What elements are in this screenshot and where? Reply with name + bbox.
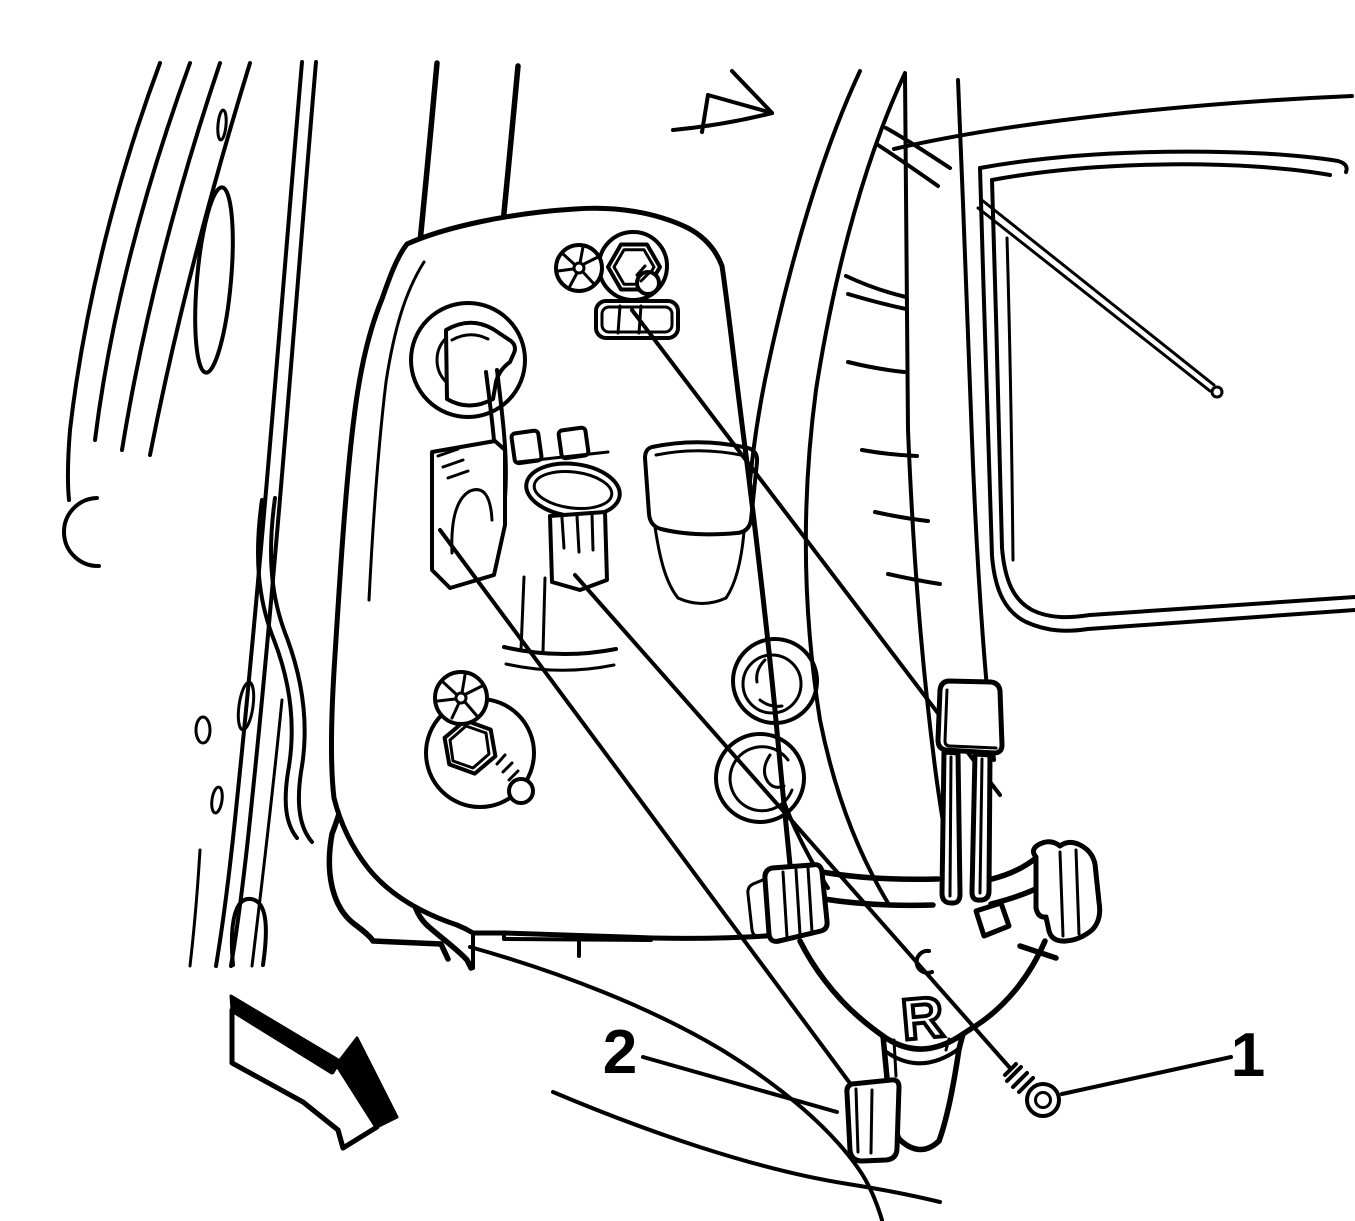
bracket-lobe-right — [960, 938, 1048, 1037]
callout-2-leader — [641, 1055, 839, 1114]
roof-line — [892, 94, 1354, 151]
lower-bulb-sockets — [714, 637, 819, 824]
alignment-line-to-clip — [438, 528, 854, 1088]
body-crease-2 — [551, 1090, 942, 1204]
window-opening — [976, 149, 1355, 633]
body-hole-arc — [62, 496, 101, 569]
lower-push-nut — [433, 670, 489, 726]
callout-2: 2 — [603, 1018, 839, 1114]
tail-lamp-bracket: R — [746, 678, 1103, 1164]
support-rod — [976, 199, 1224, 399]
direction-arrow-icon — [229, 994, 399, 1151]
pinchweld-channel-2 — [956, 78, 996, 762]
bracket-center-tab — [973, 900, 1012, 939]
tail-lamp-mounting-panel — [328, 205, 819, 941]
grommet-hole — [643, 440, 760, 605]
bracket-clip-right — [1030, 839, 1103, 944]
striker-loop — [229, 896, 268, 967]
lower-stud-and-nut — [424, 670, 536, 809]
part-marking-R: R — [899, 984, 946, 1052]
bracket-lobe-left — [797, 938, 886, 1039]
callout-1-leader — [1060, 1055, 1233, 1096]
sail-panel-line-2 — [803, 71, 907, 905]
panel-flange — [367, 260, 426, 602]
harness-connector — [430, 425, 622, 672]
bracket-cup-right — [936, 1046, 962, 1144]
left-pillar-structure — [62, 60, 318, 968]
callout-2-label: 2 — [603, 1018, 637, 1087]
liftgate-corner-seal — [671, 69, 774, 134]
alignment-line-screw-axis — [573, 573, 1012, 1070]
body-crease-1 — [468, 945, 884, 1221]
upper-push-nut — [554, 243, 604, 293]
bracket-top-tab — [935, 678, 1005, 756]
pillar-slot — [193, 185, 235, 375]
mounting-screw — [1003, 1062, 1061, 1118]
socket-body — [444, 320, 517, 408]
callout-1: 1 — [1060, 1021, 1265, 1096]
callout-1-label: 1 — [1231, 1021, 1265, 1090]
